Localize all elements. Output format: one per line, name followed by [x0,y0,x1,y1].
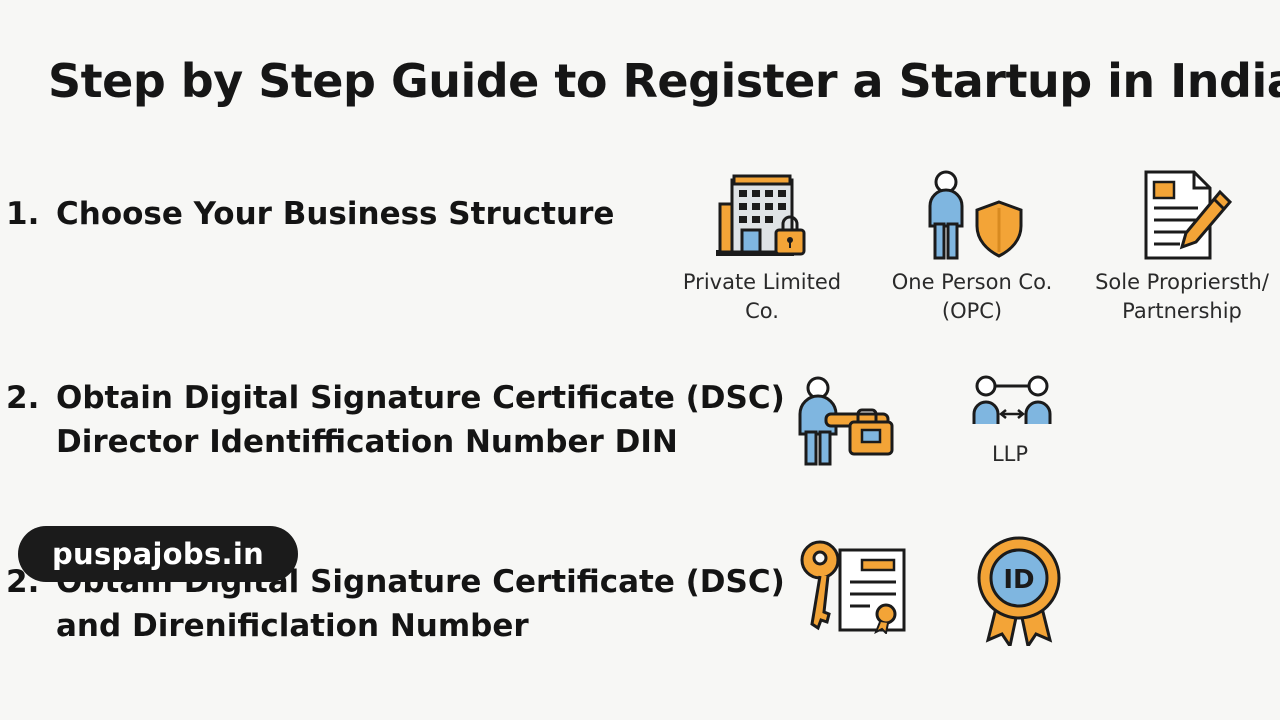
caption-line: One Person Co. [891,270,1053,294]
caption-line: Partnership [1122,299,1242,323]
step-text-line-2: and Direnificlation Number [56,608,529,644]
step-text-line-2: Director Identiffication Number DIN [56,424,678,460]
key-certificate-icon [798,538,910,636]
step-number: 1. [6,196,40,232]
person-shield-icon [920,170,1030,262]
caption-line: Private Limited [682,270,842,294]
partners-exchange-icon [972,374,1058,426]
id-badge-text: ID [1003,565,1034,595]
step-1: 1. Choose Your Business Structure [6,192,614,236]
caption-private-limited: Private Limited Co. [672,268,852,326]
office-building-lock-icon [712,174,812,260]
step-text: Obtain Digital Signature Certificate (DS… [56,380,785,416]
step-2: 2. Obtain Digital Signature Certificate (… [6,376,785,464]
document-pen-icon [1140,168,1236,262]
site-watermark: puspajobs.in [18,526,298,582]
step-number: 2. [6,380,40,416]
step-text: Choose Your Business Structure [56,196,615,232]
person-briefcase-icon [796,376,900,468]
caption-line: Co. [745,299,779,323]
id-badge-icon: ID [974,534,1064,650]
page-title: Step by Step Guide to Register a Startup… [48,54,1280,108]
caption-opc: One Person Co. (OPC) [882,268,1062,326]
caption-line: (OPC) [941,299,1003,323]
caption-llp: LLP [991,442,1029,466]
caption-sole-proprietorship: Sole Propriersth/ Partnership [1082,268,1280,326]
caption-line: Sole Propriersth/ [1095,270,1269,294]
